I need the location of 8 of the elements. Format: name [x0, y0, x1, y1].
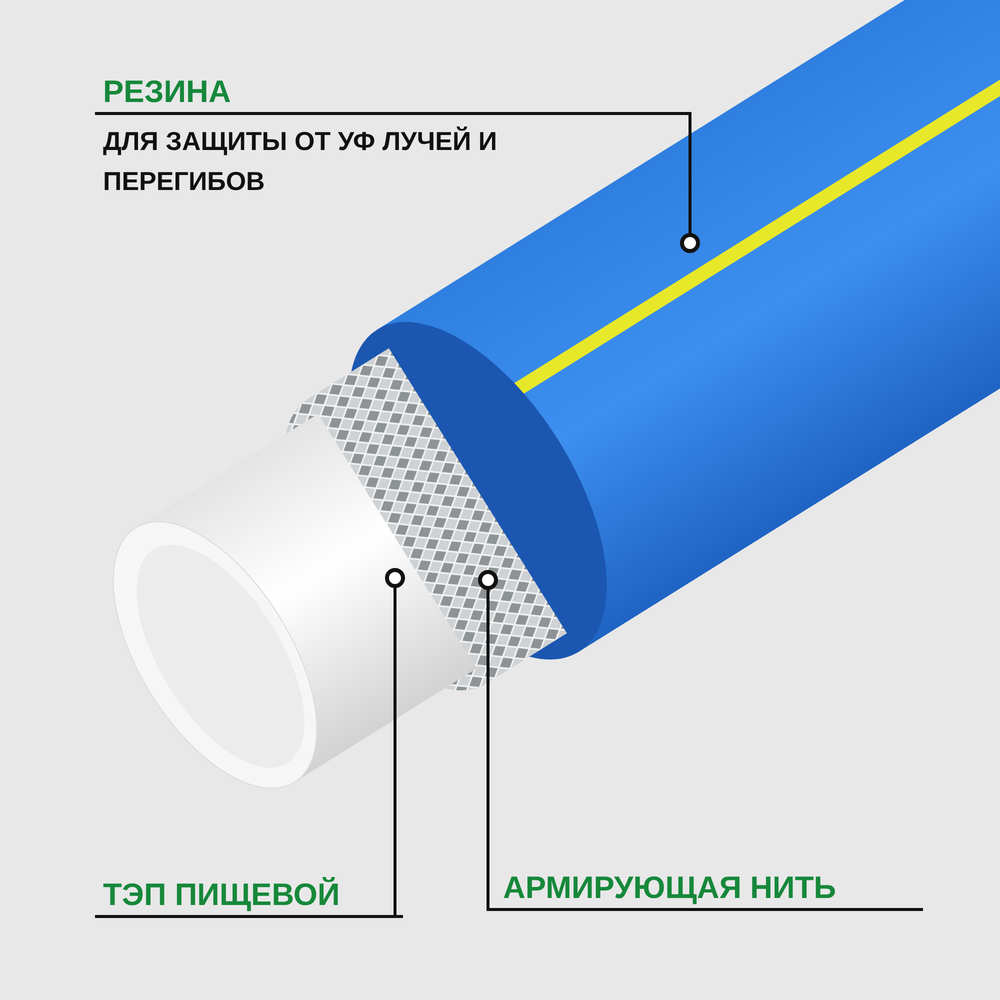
- layer-label: АРМИРУЮЩАЯ НИТЬ: [495, 868, 923, 911]
- layer-description: ДЛЯ ЗАЩИТЫ ОТ УФ ЛУЧЕЙ И ПЕРЕГИБОВ: [102, 125, 498, 198]
- inner-tube: [112, 414, 477, 789]
- layer-label: ТЭП ПИЩЕВОЙ: [95, 875, 403, 918]
- layer-label: РЕЗИНА: [95, 72, 545, 115]
- leader-line: [478, 570, 498, 911]
- leader-line: [385, 568, 405, 918]
- leader-line: [545, 112, 700, 253]
